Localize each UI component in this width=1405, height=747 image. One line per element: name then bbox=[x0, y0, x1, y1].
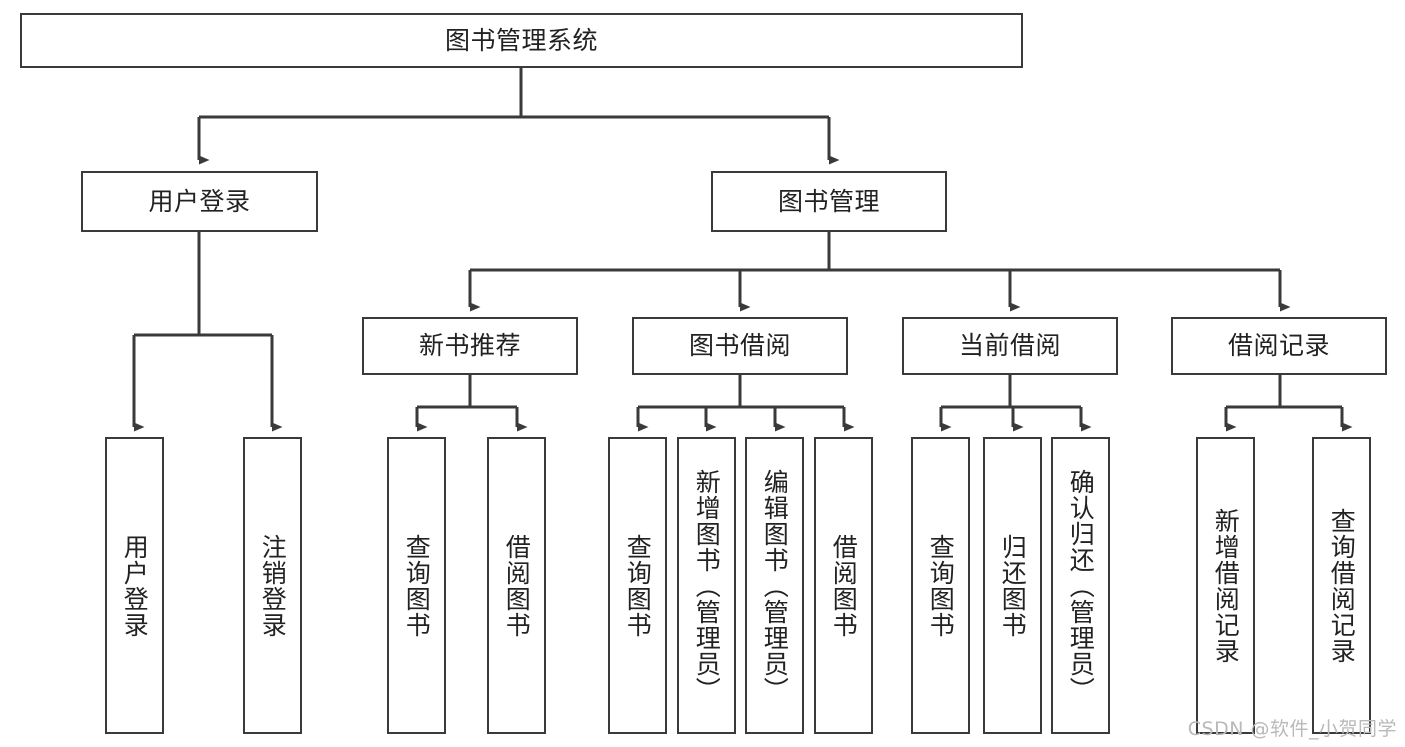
leaf-node[interactable]: 查询图书 bbox=[911, 437, 970, 734]
leaf-node-label: 查询图书 bbox=[402, 533, 432, 638]
leaf-node-label: 确认归还（管理员） bbox=[1066, 468, 1096, 703]
leaf-node-label: 注销登录 bbox=[258, 533, 288, 638]
node-root-label: 图书管理系统 bbox=[444, 25, 598, 55]
leaf-node[interactable]: 确认归还（管理员） bbox=[1051, 437, 1110, 734]
node-book-borrow-label: 图书借阅 bbox=[688, 331, 791, 361]
leaf-node[interactable]: 新增借阅记录 bbox=[1196, 437, 1255, 734]
leaf-node[interactable]: 归还图书 bbox=[983, 437, 1042, 734]
node-current-borrow[interactable]: 当前借阅 bbox=[902, 317, 1118, 375]
node-borrow-record-label: 借阅记录 bbox=[1227, 331, 1330, 361]
leaf-node-label: 用户登录 bbox=[120, 533, 150, 638]
node-new-book-recommend[interactable]: 新书推荐 bbox=[362, 317, 578, 375]
leaf-node-label: 借阅图书 bbox=[502, 533, 532, 638]
node-book-management[interactable]: 图书管理 bbox=[711, 171, 947, 232]
node-book-borrow[interactable]: 图书借阅 bbox=[632, 317, 848, 375]
node-user-login-label: 用户登录 bbox=[148, 186, 251, 216]
leaf-node[interactable]: 借阅图书 bbox=[487, 437, 546, 734]
leaf-node[interactable]: 用户登录 bbox=[105, 437, 164, 734]
node-borrow-record[interactable]: 借阅记录 bbox=[1171, 317, 1387, 375]
node-root-system[interactable]: 图书管理系统 bbox=[20, 13, 1023, 68]
leaf-node-label: 借阅图书 bbox=[829, 533, 859, 638]
leaf-node[interactable]: 编辑图书（管理员） bbox=[745, 437, 804, 734]
leaf-node[interactable]: 查询图书 bbox=[387, 437, 446, 734]
leaf-node[interactable]: 查询借阅记录 bbox=[1312, 437, 1371, 734]
leaf-node-label: 新增图书（管理员） bbox=[692, 468, 722, 703]
node-user-login[interactable]: 用户登录 bbox=[81, 171, 318, 232]
leaf-node[interactable]: 查询图书 bbox=[608, 437, 667, 734]
node-current-borrow-label: 当前借阅 bbox=[958, 331, 1061, 361]
leaf-node-label: 编辑图书（管理员） bbox=[760, 468, 790, 703]
leaf-node-label: 查询借阅记录 bbox=[1327, 507, 1357, 664]
leaf-node[interactable]: 新增图书（管理员） bbox=[677, 437, 736, 734]
leaf-node-label: 查询图书 bbox=[926, 533, 956, 638]
node-book-management-label: 图书管理 bbox=[777, 186, 880, 216]
leaf-node[interactable]: 借阅图书 bbox=[814, 437, 873, 734]
leaf-node-label: 新增借阅记录 bbox=[1211, 507, 1241, 664]
leaf-node[interactable]: 注销登录 bbox=[243, 437, 302, 734]
leaf-node-label: 归还图书 bbox=[998, 533, 1028, 638]
node-new-book-recommend-label: 新书推荐 bbox=[418, 331, 521, 361]
leaf-node-label: 查询图书 bbox=[623, 533, 653, 638]
